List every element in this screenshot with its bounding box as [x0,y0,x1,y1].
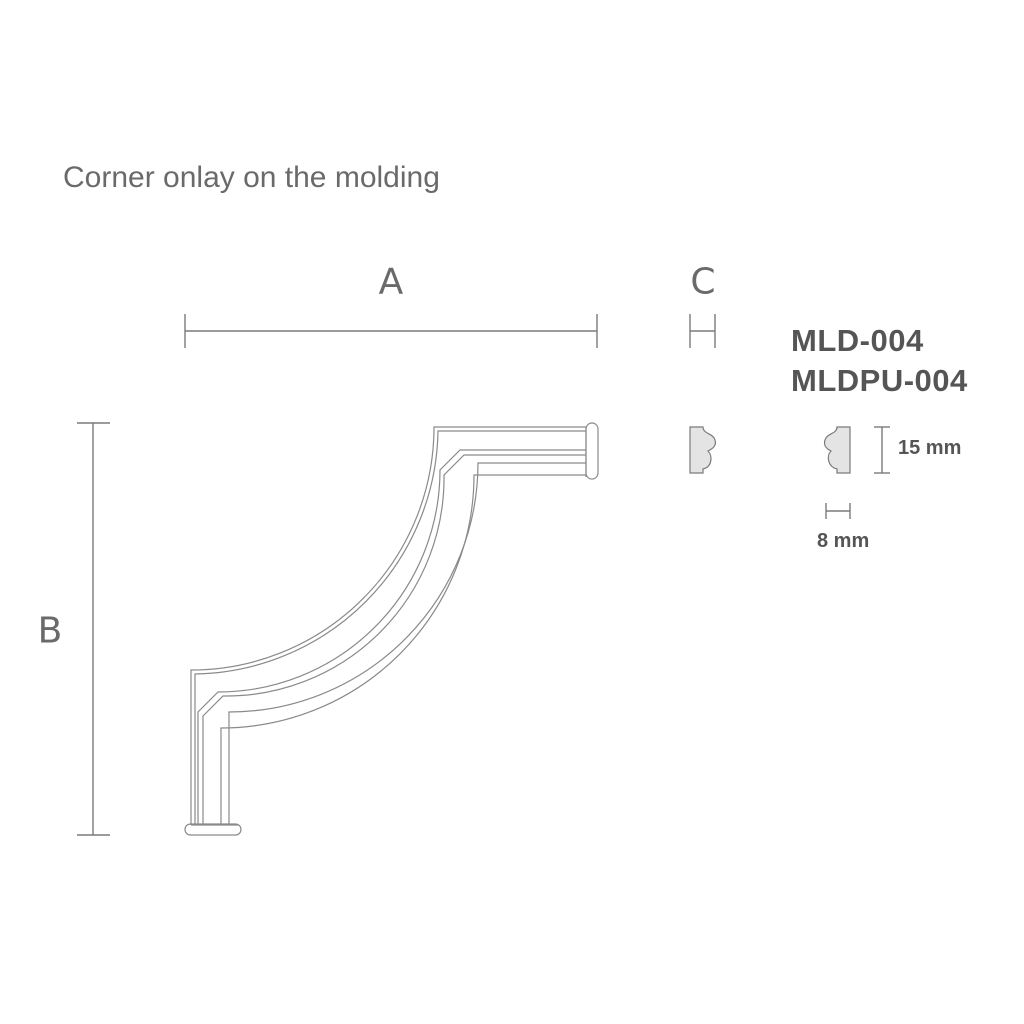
dimension-line-c [689,314,716,348]
product-code-mldpu: MLDPU-004 [791,363,968,398]
dimension-label-b: B [37,610,63,652]
profile-section-small [823,426,851,474]
dimension-label-a: A [378,261,404,303]
dimension-line-a [184,314,598,348]
diagram-title: Corner onlay on the molding [63,161,440,194]
profile-width-dimension [825,503,851,519]
dimension-line-b [77,422,110,836]
product-code-mld: MLD-004 [791,323,924,358]
profile-height-dimension [874,426,890,474]
corner-onlay-outline [184,422,599,836]
profile-section-large [689,426,717,474]
profile-width-label: 8 mm [817,530,870,552]
profile-height-label: 15 mm [898,437,962,459]
dimension-label-c: C [690,261,716,303]
